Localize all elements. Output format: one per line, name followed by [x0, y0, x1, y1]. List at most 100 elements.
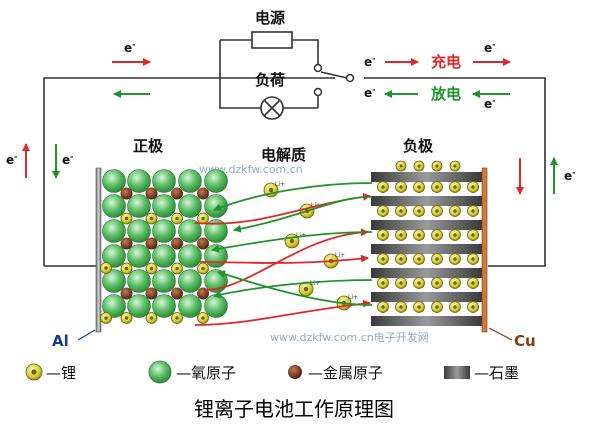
discharge-ion-arrow	[213, 279, 373, 299]
lithium-atom	[431, 253, 443, 265]
oxygen-atom	[102, 194, 126, 218]
lithium-atom	[467, 253, 479, 265]
watermark-bottom: www.dzkfw.com.cn电子开发网	[270, 330, 429, 344]
lithium-atom	[395, 181, 407, 193]
electron-arrow-top-right-red: e-	[364, 54, 419, 69]
wire-inner-left	[219, 40, 318, 109]
oxygen-atom	[127, 269, 151, 293]
oxygen-atom	[178, 269, 202, 293]
oxygen-atom	[152, 169, 176, 193]
circuit-wires	[43, 39, 546, 267]
lithium-atom	[413, 277, 425, 289]
lithium-atom	[449, 229, 461, 241]
discharge-ion-arrow	[217, 270, 373, 306]
svg-text:e-: e-	[364, 85, 375, 100]
oxygen-atom	[204, 169, 228, 193]
charge-ion-arrow	[199, 254, 369, 264]
lithium-atom	[413, 205, 425, 217]
watermark-top: www.dzkfw.com.cn	[199, 163, 303, 176]
charge-label: 充电	[431, 53, 461, 71]
lithium-atom	[377, 205, 389, 217]
lithium-atom	[431, 205, 443, 217]
lithium-atom	[120, 312, 133, 324]
lithium-atom	[120, 262, 133, 275]
svg-text:—锂: —锂	[46, 364, 76, 382]
lithium-atom	[395, 229, 407, 241]
oxygen-atom	[127, 219, 151, 243]
lithium-atom	[100, 262, 112, 274]
metal-atom	[197, 237, 209, 250]
metal-atom-icon	[288, 365, 302, 379]
lithium-atom	[431, 160, 443, 172]
lithium-atom	[377, 277, 389, 289]
lithium-atom	[377, 181, 389, 193]
discharge-label: 放电	[430, 85, 461, 103]
oxygen-atom	[178, 169, 202, 193]
lithium-atom	[120, 212, 133, 225]
oxygen-atom	[204, 294, 228, 318]
oxygen-atom	[204, 219, 228, 243]
lithium-atom	[395, 160, 407, 172]
cu-label: Cu	[514, 332, 536, 350]
negative-electrode-label: 负极	[403, 137, 434, 155]
lithium-atom	[431, 181, 443, 193]
lithium-atom	[467, 229, 479, 241]
lithium-atom	[197, 212, 209, 225]
lithium-atom	[413, 301, 425, 313]
discharge-ion-arrow	[213, 182, 373, 212]
electrolyte-ions: Li+Li+Li+Li+Li+Li+	[194, 181, 373, 326]
electron-arrow-discharge-left: e-	[364, 85, 418, 100]
graphite-layer	[371, 292, 482, 302]
svg-text:Li+: Li+	[275, 181, 285, 188]
oxygen-atom	[152, 269, 176, 293]
lithium-atom	[449, 160, 461, 172]
svg-text:Li+: Li+	[310, 280, 320, 287]
metal-atom	[171, 187, 183, 200]
svg-text:—金属原子: —金属原子	[308, 364, 383, 382]
figure-caption: 锂离子电池工作原理图	[194, 397, 394, 421]
electron-arrow-left-side: e- e-	[6, 143, 73, 179]
power-source-label: 电源	[255, 9, 285, 27]
lithium-atom	[413, 181, 425, 193]
lithium-atom	[413, 253, 425, 265]
legend-oxygen: —氧原子	[148, 360, 236, 384]
load-label: 负荷	[255, 71, 285, 89]
charge-ion-arrow	[194, 299, 371, 326]
metal-atom	[197, 187, 209, 200]
lithium-atom	[413, 229, 425, 241]
lithium-atom	[377, 253, 389, 265]
electrolyte-label: 电解质	[261, 146, 306, 164]
svg-text:Li+: Li+	[335, 252, 345, 259]
electron-arrow-discharge-right: e-	[472, 90, 510, 111]
oxygen-atom	[127, 169, 151, 193]
graphite-layer	[371, 220, 482, 230]
oxygen-atom	[178, 244, 202, 268]
lithium-atom	[171, 262, 183, 275]
lithium-atom	[197, 312, 209, 324]
metal-atom	[120, 187, 133, 200]
electron-arrow-top-left-red: e-	[112, 40, 151, 66]
svg-text:e-: e-	[484, 40, 495, 55]
lithium-atom	[377, 229, 389, 241]
power-source-box	[251, 31, 293, 49]
lithium-atom	[449, 253, 461, 265]
lithium-atom	[395, 253, 407, 265]
charge-ion-arrow	[204, 228, 369, 291]
oxygen-atom	[152, 294, 176, 318]
oxygen-icon	[148, 360, 172, 384]
svg-text:e-: e-	[62, 152, 73, 167]
lithium-atom	[395, 277, 407, 289]
metal-atom	[171, 287, 183, 300]
graphite-layer	[371, 172, 482, 182]
legend-graphite: —石墨	[444, 364, 519, 382]
lithium-atom	[100, 312, 112, 324]
cathode-lattice	[100, 169, 228, 324]
lithium-atom	[431, 229, 443, 241]
svg-text:—石墨: —石墨	[474, 364, 519, 382]
legend-lithium: —锂	[25, 363, 76, 382]
legend-metal: —金属原子	[288, 364, 383, 382]
lithium-atom	[171, 312, 183, 324]
lithium-atom	[449, 277, 461, 289]
al-current-collector	[95, 167, 102, 333]
svg-text:e-: e-	[124, 40, 135, 55]
